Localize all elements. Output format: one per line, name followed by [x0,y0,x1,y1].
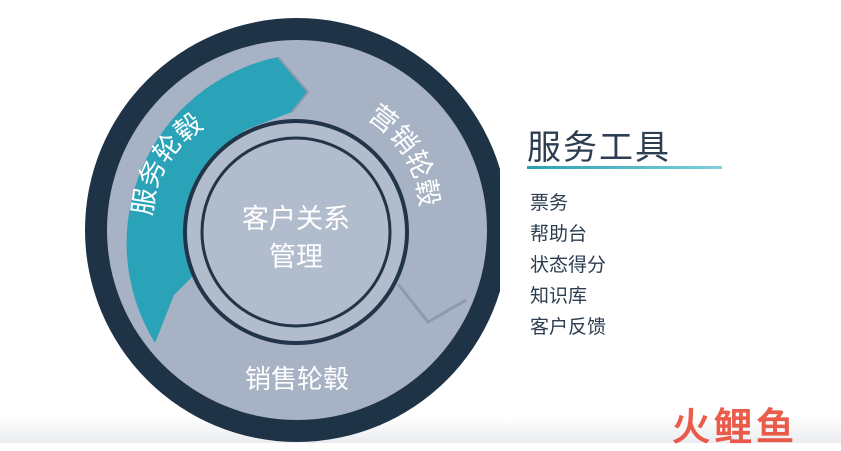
tool-item: 客户反馈 [530,316,607,338]
bottom-fade [0,417,841,443]
service-tools-list: 票务 帮助台 状态得分 知识库 客户反馈 [530,188,606,343]
tool-item: 票务 [530,192,569,214]
tool-item: 状态得分 [530,254,607,276]
marketing-segment-top-edge [277,56,309,113]
center-label-line2: 管理 [269,242,323,273]
center-label-line1: 客户关系 [242,204,350,235]
center-hub-inner [200,136,392,328]
marketing-segment-edge [396,283,467,324]
sales-wheel-label: 销售轮毂 [245,365,349,395]
center-hub-outer [183,119,409,345]
service-segment [126,57,308,343]
tool-item: 知识库 [530,285,588,307]
service-tools-title: 服务工具 [527,128,671,168]
title-underline [527,166,722,169]
crm-hub-diagram: 服务轮毂 营销轮毂 销售轮毂 客户关系 管理 [85,18,500,442]
watermark-logo: 火鲤鱼 [672,405,799,449]
tool-item: 帮助台 [530,223,588,245]
